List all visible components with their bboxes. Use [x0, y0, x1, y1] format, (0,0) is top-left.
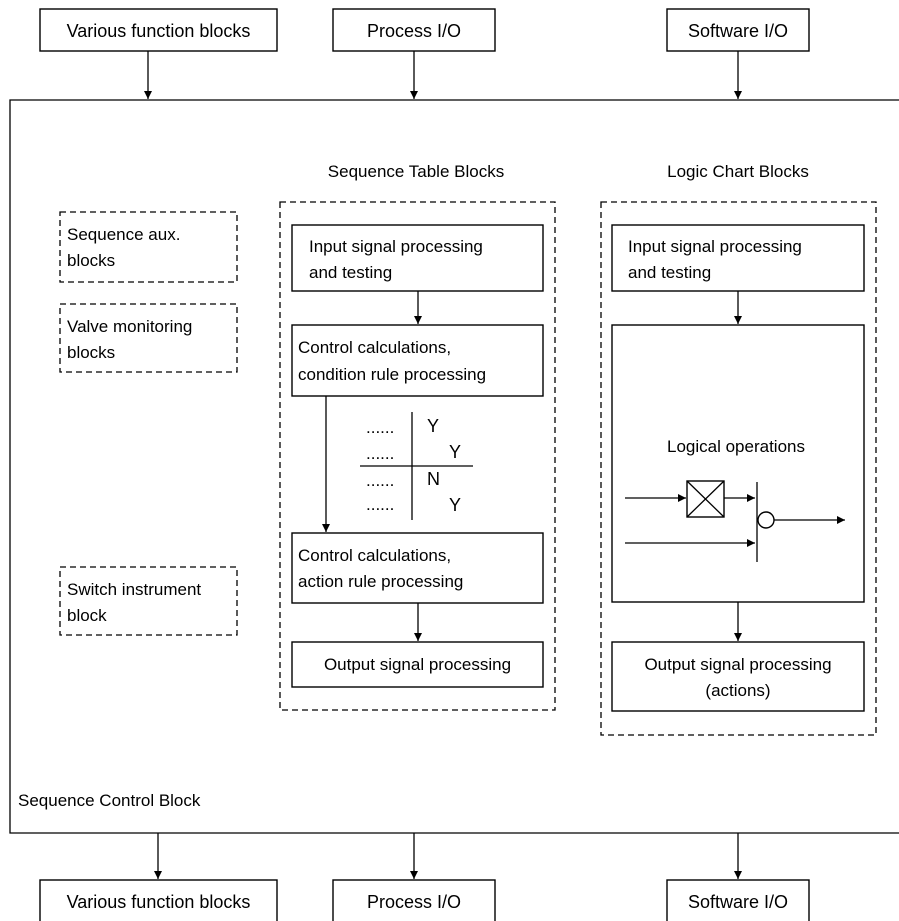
table-mark-1: Y — [427, 416, 439, 436]
bottom-software-label: Software I/O — [688, 892, 788, 912]
logic-input-line1: Input signal processing — [628, 237, 802, 256]
table-mark-3: N — [427, 469, 440, 489]
table-dots-3: ...... — [366, 471, 394, 490]
seq-condition-rule-box: Control calculations, condition rule pro… — [291, 324, 544, 397]
table-mark-2: Y — [449, 442, 461, 462]
logic-output-line1: Output signal processing — [644, 655, 831, 674]
sequence-control-block-frame — [9, 99, 899, 834]
top-various-label: Various function blocks — [67, 21, 251, 41]
logic-input-line2: and testing — [628, 263, 711, 282]
seq-action-line2: action rule processing — [298, 572, 463, 591]
bottom-process-label: Process I/O — [367, 892, 461, 912]
top-software-io: Software I/O — [666, 8, 810, 52]
sequence-table-frame — [279, 201, 556, 711]
logic-output-line2: (actions) — [705, 681, 770, 700]
table-dots-1: ...... — [366, 418, 394, 437]
seq-input-line1: Input signal processing — [309, 237, 483, 256]
logic-chart-frame — [600, 201, 877, 736]
valve-mon-line2: blocks — [67, 343, 115, 362]
seq-output-processing-box: Output signal processing — [291, 641, 544, 688]
table-dots-4: ...... — [366, 495, 394, 514]
top-various-function-blocks: Various function blocks — [39, 8, 278, 52]
logical-operations-box: Logical operations — [611, 324, 865, 603]
seq-input-processing-box: Input signal processing and testing — [291, 224, 544, 292]
switch-inst-line2: block — [67, 606, 107, 625]
switch-inst-line1: Switch instrument — [67, 580, 201, 599]
bottom-various-label: Various function blocks — [67, 892, 251, 912]
sequence-aux-blocks: Sequence aux. blocks — [59, 211, 238, 283]
valve-mon-line1: Valve monitoring — [67, 317, 192, 336]
seq-aux-line2: blocks — [67, 251, 115, 270]
valve-monitoring-blocks: Valve monitoring blocks — [59, 303, 238, 373]
sequence-table-title: Sequence Table Blocks — [328, 162, 504, 181]
logical-operations-label: Logical operations — [667, 437, 805, 456]
top-process-label: Process I/O — [367, 21, 461, 41]
top-software-label: Software I/O — [688, 21, 788, 41]
seq-condition-line1: Control calculations, — [298, 338, 451, 357]
seq-aux-line1: Sequence aux. — [67, 225, 180, 244]
logic-input-processing-box: Input signal processing and testing — [611, 224, 865, 292]
seq-input-line2: and testing — [309, 263, 392, 282]
logic-chart-title: Logic Chart Blocks — [667, 162, 809, 181]
seq-output-label: Output signal processing — [324, 655, 511, 674]
seq-condition-line2: condition rule processing — [298, 365, 486, 384]
table-dots-2: ...... — [366, 444, 394, 463]
top-process-io: Process I/O — [332, 8, 496, 52]
switch-instrument-block: Switch instrument block — [59, 566, 238, 636]
logic-output-processing-box: Output signal processing (actions) — [611, 641, 865, 712]
decision-table: ...... ...... ...... ...... Y Y N Y — [360, 412, 473, 520]
inverter-circle-icon — [757, 511, 775, 529]
bottom-software-io: Software I/O — [666, 879, 810, 921]
bottom-various-function-blocks: Various function blocks — [39, 879, 278, 921]
bottom-process-io: Process I/O — [332, 879, 496, 921]
seq-action-rule-box: Control calculations, action rule proces… — [291, 532, 544, 604]
x-box-icon — [686, 480, 725, 518]
seq-action-line1: Control calculations, — [298, 546, 451, 565]
sequence-control-block-label: Sequence Control Block — [18, 791, 201, 810]
table-mark-4: Y — [449, 495, 461, 515]
